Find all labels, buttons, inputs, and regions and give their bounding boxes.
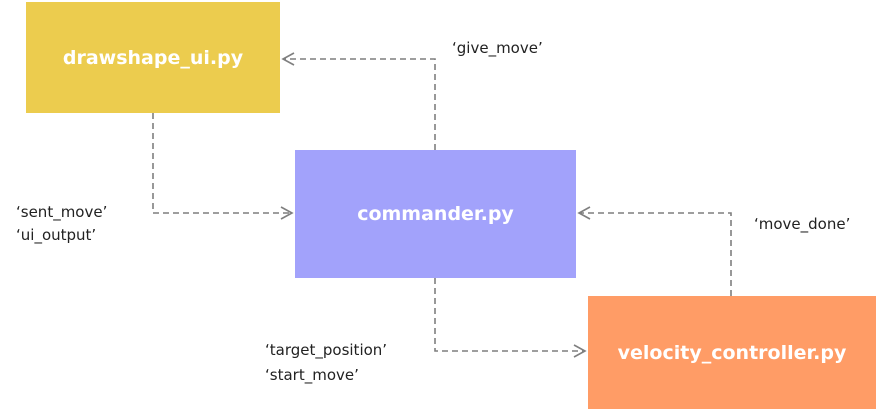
edge-give-move [281,52,436,150]
edge-move-done [577,206,732,296]
edge-give-move-arrowhead [281,52,295,66]
edge-move-done-line [579,212,732,296]
edge-sent-move-arrowhead [280,206,294,220]
edge-give-move-line [283,58,436,150]
edge-label-give-move: ‘give_move’ [452,39,543,57]
edge-label-target-position: ‘target_position’ [265,341,388,359]
edge-move-done-arrowhead [577,206,591,220]
node-drawshape-label: drawshape_ui.py [62,46,244,69]
node-commander: commander.py [295,150,576,278]
node-commander-label: commander.py [357,203,514,225]
edge-label-start-move: ‘start_move’ [265,366,359,384]
node-velocity-controller: velocity_controller.py [588,296,876,409]
edge-sent-move [152,113,294,220]
edge-label-ui-output: ‘ui_output’ [16,226,97,244]
node-velocity-controller-label: velocity_controller.py [617,341,847,364]
edge-sent-move-line [152,113,292,214]
edge-label-move-done: ‘move_done’ [754,215,851,233]
edge-target-position [434,278,587,358]
edge-target-position-arrowhead [573,344,587,358]
edge-target-position-line [434,278,585,352]
edge-label-sent-move: ‘sent_move’ [16,203,108,221]
node-drawshape: drawshape_ui.py [26,2,280,113]
